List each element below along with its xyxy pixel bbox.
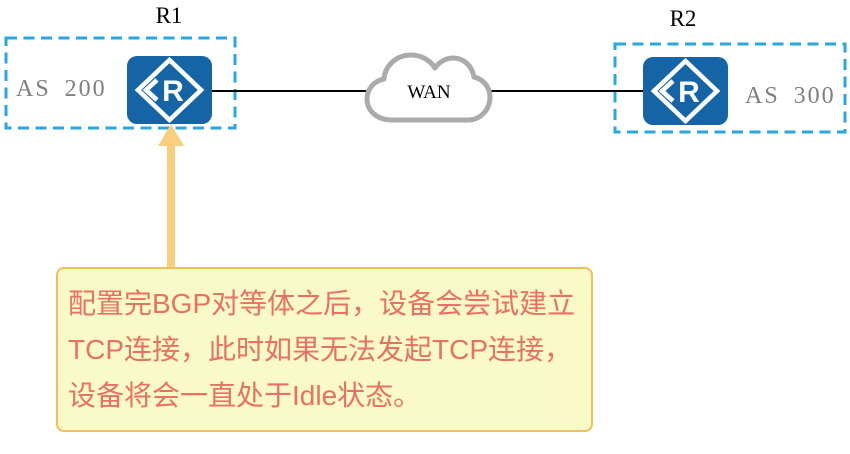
router-letter: R (678, 76, 700, 109)
router-body (127, 56, 212, 124)
router-diamond (650, 57, 721, 125)
callout-line-3: 设备将会一直处于Idle状态。 (68, 380, 422, 411)
as300-label: AS 300 (745, 83, 836, 109)
router-diamond (134, 56, 205, 124)
callout-line-1: 配置完BGP对等体之后，设备会尝试建立 (68, 288, 576, 319)
callout-arrow-icon (158, 124, 184, 268)
router-left-chevron-icon (142, 78, 159, 102)
as200-boundary-box (4, 36, 237, 130)
wan-label: WAN (407, 82, 451, 103)
as200-label: AS 200 (16, 76, 107, 102)
as300-boundary-box (613, 42, 847, 134)
router-r1-icon: R (127, 56, 212, 124)
router-letter: R (162, 75, 184, 108)
callout-note: 配置完BGP对等体之后，设备会尝试建立 TCP连接，此时如果无法发起TCP连接，… (56, 267, 593, 432)
callout-line-2: TCP连接，此时如果无法发起TCP连接， (68, 334, 573, 365)
router-body (643, 57, 728, 125)
router-r2-label: R2 (669, 6, 697, 31)
wan-cloud-icon (364, 52, 493, 123)
router-left-chevron-icon (658, 79, 675, 103)
router-r1-label: R1 (155, 3, 183, 28)
router-r2-icon: R (643, 57, 728, 125)
